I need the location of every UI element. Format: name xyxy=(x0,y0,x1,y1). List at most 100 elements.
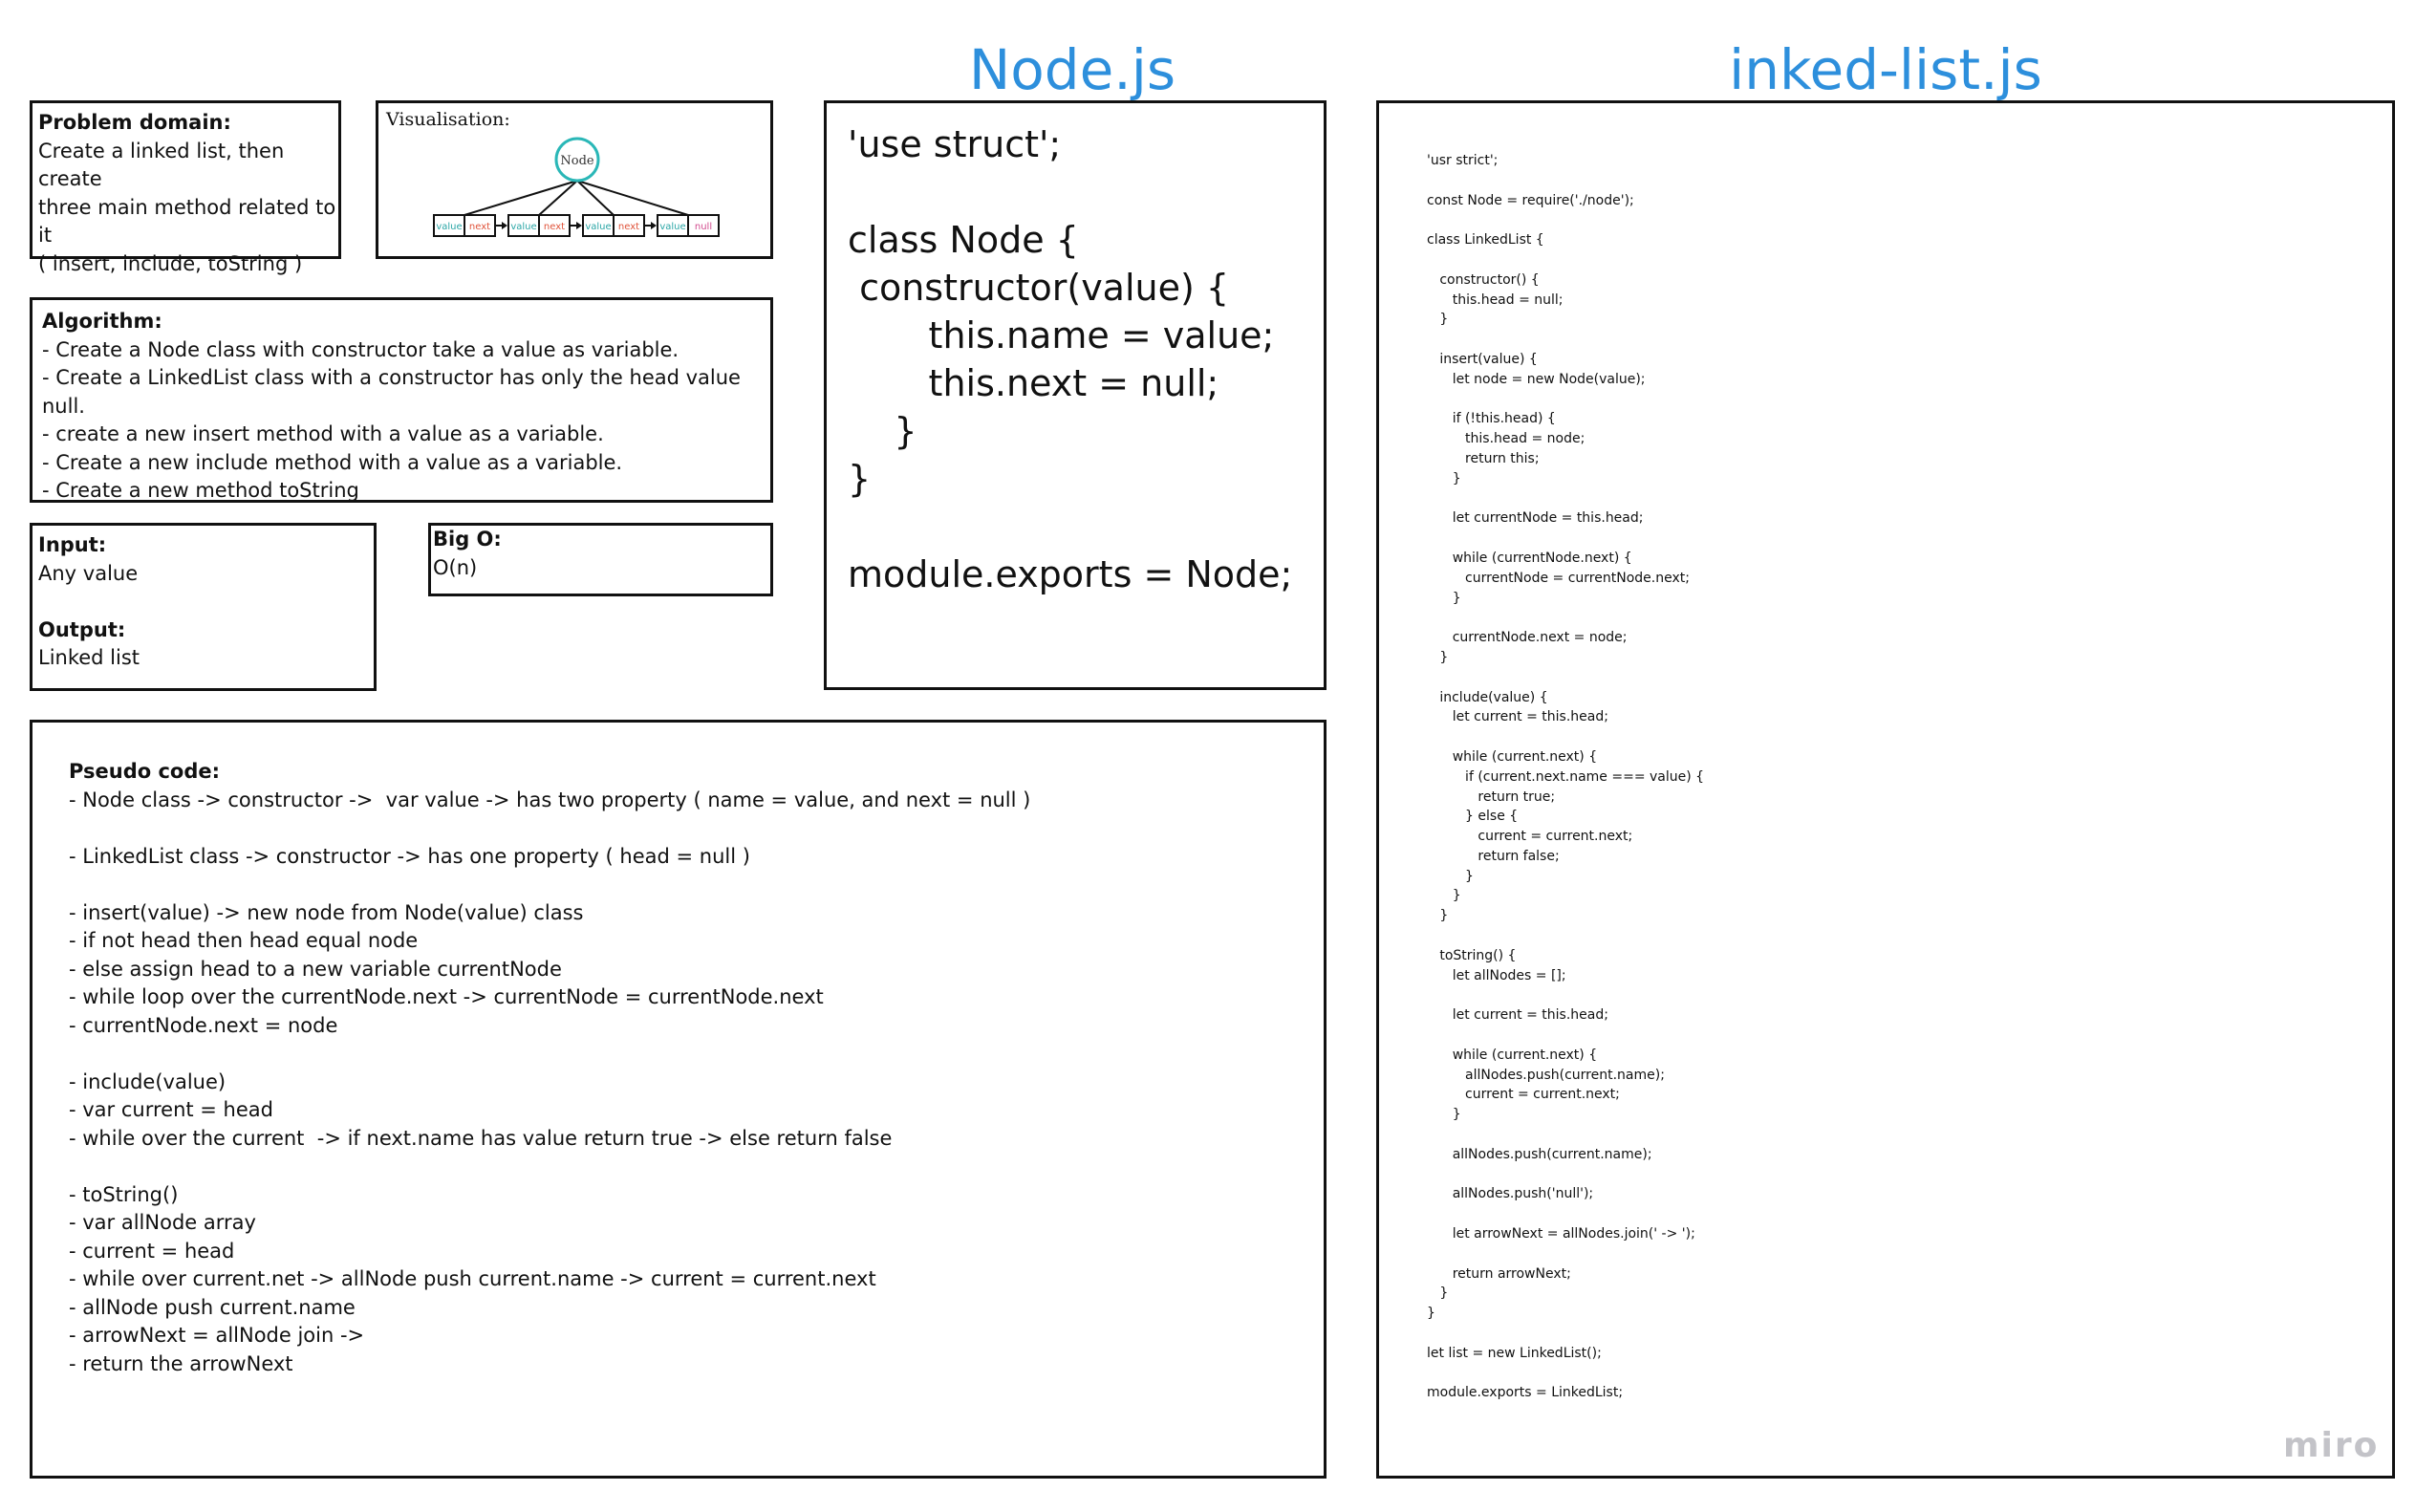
text-line: } xyxy=(1427,1107,1461,1123)
output-label: Output: xyxy=(38,617,126,641)
text-line xyxy=(1427,210,1704,230)
text-line: return this; xyxy=(1427,450,1540,466)
problem-domain-card[interactable]: Problem domain: Create a linked list, th… xyxy=(30,100,341,275)
value-cell-label: value xyxy=(585,222,611,232)
text-line: toString() { xyxy=(1427,947,1517,963)
value-cell-label: value xyxy=(510,222,536,232)
text-line: allNodes.push('null'); xyxy=(1427,1186,1594,1202)
pseudo-code-card[interactable]: Pseudo code: - Node class -> constructor… xyxy=(30,720,1327,1479)
text-line: Create a linked list, then create xyxy=(38,139,285,191)
text-line: this.next = null; xyxy=(848,362,1219,404)
text-line: constructor() { xyxy=(1427,271,1540,288)
text-line xyxy=(1427,1244,1704,1264)
next-cell xyxy=(538,214,571,237)
next-cell-label: next xyxy=(544,222,565,232)
text-line xyxy=(1427,985,1704,1005)
text-line: module.exports = Node; xyxy=(848,553,1293,595)
miro-logo: miro xyxy=(2283,1426,2380,1465)
text-line: if (current.next.name === value) { xyxy=(1427,768,1705,785)
text-line xyxy=(1427,171,1704,191)
text-line xyxy=(1427,1204,1704,1224)
list-node: value next xyxy=(507,214,571,237)
text-line: } xyxy=(1427,908,1449,924)
big-o-label: Big O: xyxy=(433,528,502,551)
text-line: current = current.next; xyxy=(1427,1087,1620,1103)
text-line xyxy=(1427,668,1704,688)
text-line xyxy=(69,1040,1030,1069)
text-line: - Create a LinkedList class with a const… xyxy=(42,366,741,418)
text-line: - Create a new method toString xyxy=(42,479,359,502)
text-line xyxy=(1427,1125,1704,1145)
text-line: - create a new insert method with a valu… xyxy=(42,422,604,445)
text-line: - var allNode array xyxy=(69,1211,256,1234)
text-line: - allNode push current.name xyxy=(69,1295,356,1319)
text-line: let allNodes = []; xyxy=(1427,967,1566,983)
text-line: module.exports = LinkedList; xyxy=(1427,1385,1624,1401)
text-line: - else assign head to a new variable cur… xyxy=(69,957,562,981)
text-line xyxy=(848,503,1292,551)
text-line: - Create a Node class with constructor t… xyxy=(42,337,680,361)
text-line: 'usr strict'; xyxy=(1427,153,1499,168)
text-line: currentNode.next = node; xyxy=(1427,630,1628,646)
text-line: - while over current.net -> allNode push… xyxy=(69,1267,876,1290)
text-line: allNodes.push(current.name); xyxy=(1427,1146,1652,1162)
problem-domain-label: Problem domain: xyxy=(38,111,231,134)
value-cell-label: value xyxy=(659,222,685,232)
text-line: } xyxy=(1427,1306,1435,1322)
big-o-card[interactable]: Big O: O(n) xyxy=(428,523,773,596)
text-line xyxy=(848,168,1292,216)
text-line: } xyxy=(848,410,917,452)
visualisation-label: Visualisation: xyxy=(386,109,510,130)
input-output-card[interactable]: Input: Any value Output: Linked list xyxy=(30,523,377,691)
text-line: include(value) { xyxy=(1427,689,1548,705)
root-node-circle xyxy=(554,137,600,183)
linked-list-js-code: 'usr strict'; const Node = require('./no… xyxy=(1427,151,1704,1403)
text-line xyxy=(1427,727,1704,747)
text-line: return false; xyxy=(1427,848,1560,864)
text-line: } xyxy=(1427,1285,1449,1302)
text-line: } xyxy=(1427,888,1461,904)
next-cell xyxy=(687,214,720,237)
text-line: - toString() xyxy=(69,1182,179,1206)
text-line: - Node class -> constructor -> var value… xyxy=(69,788,1031,811)
pseudo-code-label: Pseudo code: xyxy=(69,760,221,783)
text-line: - include(value) xyxy=(69,1069,226,1093)
arrow-head xyxy=(651,222,657,229)
text-line xyxy=(1427,1364,1704,1384)
text-line: - currentNode.next = node xyxy=(69,1013,338,1037)
text-line xyxy=(1427,529,1704,549)
algorithm-steps: - Create a Node class with constructor t… xyxy=(42,336,770,506)
text-line: if (!this.head) { xyxy=(1427,411,1556,427)
list-node: value next xyxy=(582,214,645,237)
text-line: this.name = value; xyxy=(848,314,1275,356)
text-line xyxy=(1427,608,1704,628)
text-line: let arrowNext = allNodes.join(' -> '); xyxy=(1427,1226,1695,1242)
next-cell-label: next xyxy=(618,222,639,232)
diagram-edge xyxy=(576,180,689,216)
text-line: - while over the current -> if next.name… xyxy=(69,1126,893,1150)
text-line: - arrowNext = allNode join -> xyxy=(69,1324,365,1347)
text-line: - Create a new include method with a val… xyxy=(42,450,623,474)
text-line: insert(value) { xyxy=(1427,351,1538,367)
text-line: while (current.next) { xyxy=(1427,1047,1598,1063)
linked-list-js-code-card[interactable]: 'usr strict'; const Node = require('./no… xyxy=(1376,100,2395,1479)
text-line xyxy=(1427,926,1704,946)
text-line xyxy=(1427,489,1704,509)
algorithm-label: Algorithm: xyxy=(42,310,162,333)
text-line: let current = this.head; xyxy=(1427,709,1608,725)
output-value: Linked list xyxy=(38,646,140,669)
input-label: Input: xyxy=(38,533,107,556)
text-line xyxy=(69,871,1030,899)
text-line: let list = new LinkedList(); xyxy=(1427,1345,1602,1361)
algorithm-card[interactable]: Algorithm: - Create a Node class with co… xyxy=(30,297,773,503)
text-line: const Node = require('./node'); xyxy=(1427,192,1634,208)
text-line: while (currentNode.next) { xyxy=(1427,550,1632,566)
node-js-code-card[interactable]: 'use struct'; class Node { constructor(v… xyxy=(824,100,1327,690)
next-cell xyxy=(464,214,496,237)
text-line: while (current.next) { xyxy=(1427,748,1598,765)
